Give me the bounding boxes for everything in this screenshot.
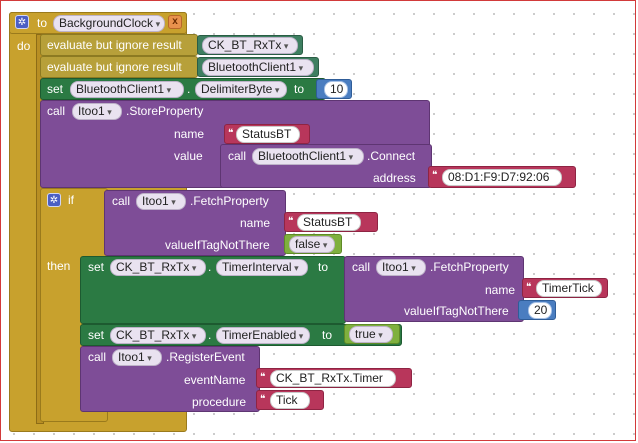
- text-field-statusbt-1[interactable]: StatusBT: [236, 126, 300, 143]
- call-component-dropdown-3[interactable]: Itoo1: [136, 193, 186, 210]
- text-field-tick[interactable]: Tick: [270, 392, 310, 409]
- keyword-set-2: set: [88, 260, 105, 274]
- keyword-then: then: [47, 259, 71, 273]
- keyword-call-4: call: [352, 260, 371, 274]
- number-field-10[interactable]: 10: [324, 81, 348, 98]
- arg-label-valueiftagnotthere-2: valueIfTagNotThere: [404, 304, 509, 318]
- text-field-timertick[interactable]: TimerTick: [536, 280, 602, 297]
- component-dropdown-bluetoothclient1[interactable]: BluetoothClient1: [202, 59, 314, 76]
- method-registerevent: .RegisterEvent: [166, 350, 245, 364]
- quote-open-icon-2: ❝: [432, 170, 438, 181]
- call-fetchproperty-block-2[interactable]: [344, 256, 524, 322]
- quote-open-icon-5: ❝: [260, 372, 266, 383]
- close-icon[interactable]: x: [168, 15, 182, 29]
- keyword-set-1: set: [47, 82, 64, 96]
- keyword-call-5: call: [88, 350, 107, 364]
- arg-label-address: address: [373, 171, 416, 185]
- call-registerevent-block[interactable]: [80, 346, 260, 412]
- arg-label-valueiftagnotthere-1: valueIfTagNotThere: [165, 238, 270, 252]
- property-dropdown-delimiterbyte[interactable]: DelimiterByte: [195, 81, 287, 98]
- keyword-if: if: [68, 193, 74, 207]
- quote-open-icon-3: ❝: [288, 216, 294, 227]
- keyword-to-2: to: [318, 260, 329, 274]
- call-fetchproperty-block-1[interactable]: [104, 190, 286, 256]
- text-field-statusbt-2[interactable]: StatusBT: [297, 214, 361, 231]
- method-storeproperty: .StoreProperty: [126, 104, 204, 118]
- dot-separator-3: .: [208, 328, 212, 342]
- quote-open-icon: ❝: [228, 128, 234, 139]
- set-component-dropdown-1[interactable]: BluetoothClient1: [70, 81, 184, 98]
- keyword-call-1: call: [47, 104, 66, 118]
- arg-label-value: value: [174, 149, 203, 163]
- keyword-to-3: to: [322, 328, 333, 342]
- property-dropdown-timerenabled[interactable]: TimerEnabled: [216, 327, 310, 344]
- evaluate-ignore-label-2: evaluate but ignore result: [47, 60, 182, 74]
- arg-label-name-1: name: [174, 127, 205, 141]
- component-dropdown-ck-bt-rxtx[interactable]: CK_BT_RxTx: [202, 37, 298, 54]
- keyword-call-3: call: [112, 194, 131, 208]
- set-component-dropdown-2[interactable]: CK_BT_RxTx: [110, 259, 206, 276]
- keyword-call-2: call: [228, 149, 247, 163]
- call-component-dropdown-4[interactable]: Itoo1: [376, 259, 426, 276]
- gear-icon[interactable]: ✲: [15, 15, 29, 29]
- method-fetchproperty-2: .FetchProperty: [430, 260, 509, 274]
- arg-label-eventname: eventName: [184, 373, 246, 387]
- procedure-name-field[interactable]: BackgroundClock: [53, 15, 165, 32]
- number-field-20[interactable]: 20: [528, 302, 552, 319]
- dot-separator-1: .: [187, 82, 191, 96]
- method-connect: .Connect: [367, 149, 416, 163]
- boolean-dropdown-true[interactable]: true: [349, 326, 393, 343]
- set-component-dropdown-3[interactable]: CK_BT_RxTx: [110, 327, 206, 344]
- keyword-to-1: to: [294, 82, 305, 96]
- call-component-dropdown-1[interactable]: Itoo1: [72, 103, 122, 120]
- call-component-dropdown-5[interactable]: Itoo1: [112, 349, 162, 366]
- quote-open-icon-6: ❝: [260, 394, 266, 405]
- text-field-eventname[interactable]: CK_BT_RxTx.Timer: [270, 370, 396, 387]
- evaluate-ignore-label-1: evaluate but ignore result: [47, 38, 182, 52]
- dot-separator-2: .: [208, 260, 212, 274]
- method-fetchproperty-1: .FetchProperty: [190, 194, 269, 208]
- arg-label-name-2: name: [240, 216, 271, 230]
- text-field-address[interactable]: 08:D1:F9:D7:92:06: [442, 169, 562, 186]
- quote-open-icon-4: ❝: [526, 282, 532, 293]
- boolean-dropdown-false[interactable]: false: [289, 236, 335, 253]
- call-component-dropdown-2[interactable]: BluetoothClient1: [252, 148, 364, 165]
- property-dropdown-timerinterval[interactable]: TimerInterval: [216, 259, 308, 276]
- keyword-set-3: set: [88, 328, 105, 342]
- if-gear-icon[interactable]: ✲: [47, 193, 61, 207]
- keyword-do: do: [17, 39, 31, 53]
- keyword-to: to: [37, 16, 48, 30]
- arg-label-procedure: procedure: [192, 395, 247, 409]
- arg-label-name-3: name: [485, 283, 516, 297]
